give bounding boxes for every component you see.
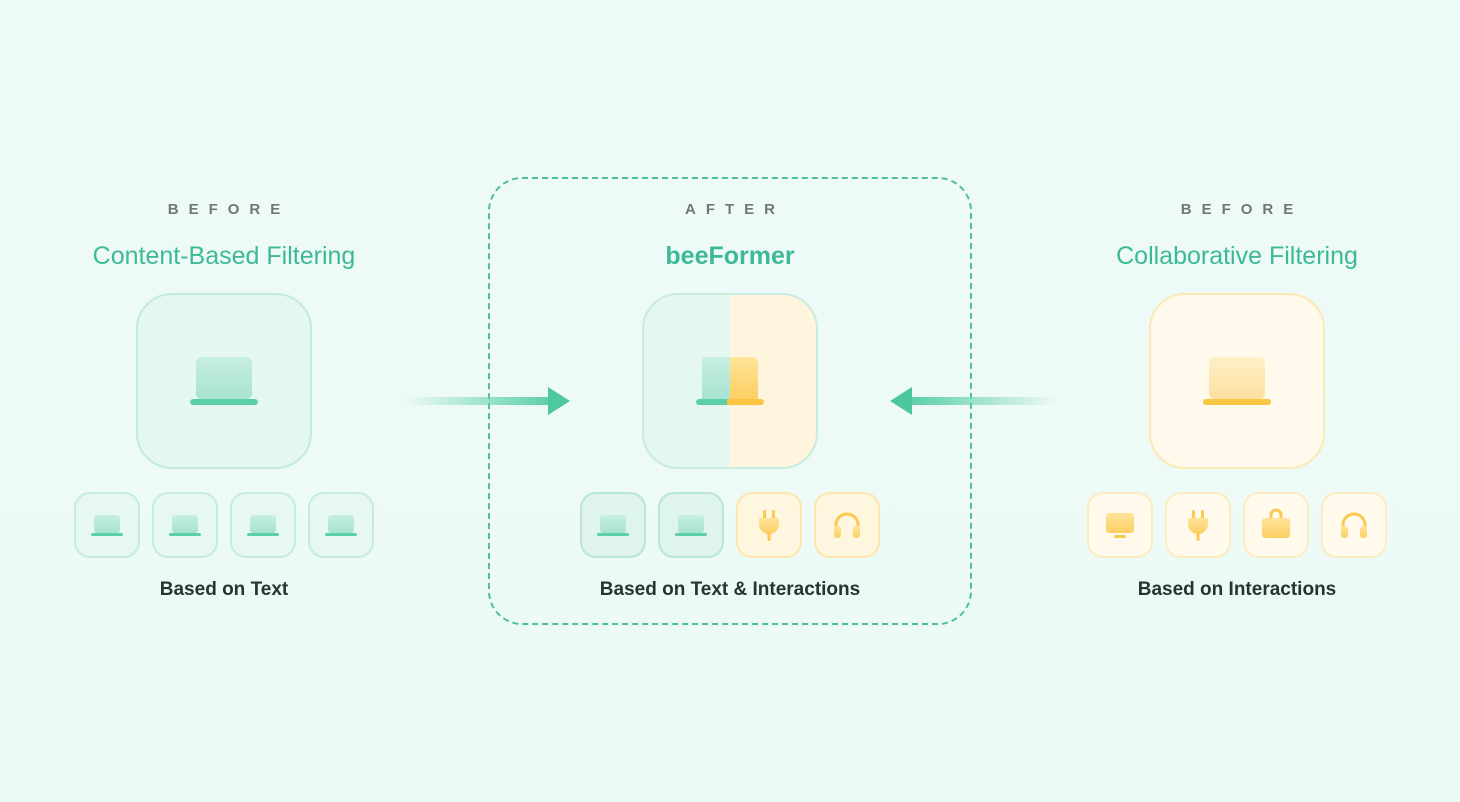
- content-based-items: [74, 492, 374, 558]
- item-card: [1165, 492, 1231, 558]
- item-card: [230, 492, 296, 558]
- item-card: [308, 492, 374, 558]
- laptop-icon: [91, 515, 123, 536]
- laptop-icon: [696, 357, 764, 405]
- item-card: [658, 492, 724, 558]
- laptop-icon: [675, 515, 707, 536]
- laptop-icon: [597, 515, 629, 536]
- collaborative-caption: Based on Interactions: [1137, 579, 1337, 600]
- headphones-icon: [834, 512, 860, 538]
- laptop-icon: [247, 515, 279, 536]
- arrow-right-icon: [404, 387, 570, 415]
- item-card: [814, 492, 880, 558]
- before-kicker: BEFORE: [167, 201, 291, 218]
- plug-icon: [1188, 510, 1208, 541]
- bag-icon: [1262, 508, 1290, 538]
- after-kicker: AFTER: [685, 201, 785, 218]
- beeformer-caption: Based on Text & Interactions: [599, 579, 861, 600]
- item-card: [580, 492, 646, 558]
- beeformer-column: AFTER beeFormer Based on Text & Interact…: [520, 200, 940, 602]
- plug-icon: [759, 510, 779, 541]
- item-card: [1243, 492, 1309, 558]
- headphones-icon: [1341, 512, 1367, 538]
- beeformer-items: [580, 492, 880, 558]
- collaborative-column: BEFORE Collaborative Filtering Based on …: [1027, 200, 1447, 602]
- laptop-icon: [190, 357, 258, 405]
- monitor-icon: [1106, 513, 1134, 538]
- beeformer-main-card: [642, 293, 818, 469]
- item-card: [152, 492, 218, 558]
- before-kicker: BEFORE: [1180, 201, 1304, 218]
- content-based-column: BEFORE Content-Based Filtering Based on …: [14, 200, 434, 602]
- item-card: [1087, 492, 1153, 558]
- laptop-icon: [1203, 357, 1271, 405]
- content-based-main-card: [136, 293, 312, 469]
- collaborative-main-card: [1149, 293, 1325, 469]
- item-card: [74, 492, 140, 558]
- content-based-title: Content-Based Filtering: [92, 242, 356, 270]
- item-card: [1321, 492, 1387, 558]
- beeformer-title: beeFormer: [665, 242, 795, 270]
- laptop-icon: [325, 515, 357, 536]
- arrow-left-icon: [890, 387, 1056, 415]
- collaborative-title: Collaborative Filtering: [1116, 242, 1358, 270]
- collaborative-items: [1087, 492, 1387, 558]
- laptop-icon: [169, 515, 201, 536]
- content-based-caption: Based on Text: [159, 579, 289, 600]
- item-card: [736, 492, 802, 558]
